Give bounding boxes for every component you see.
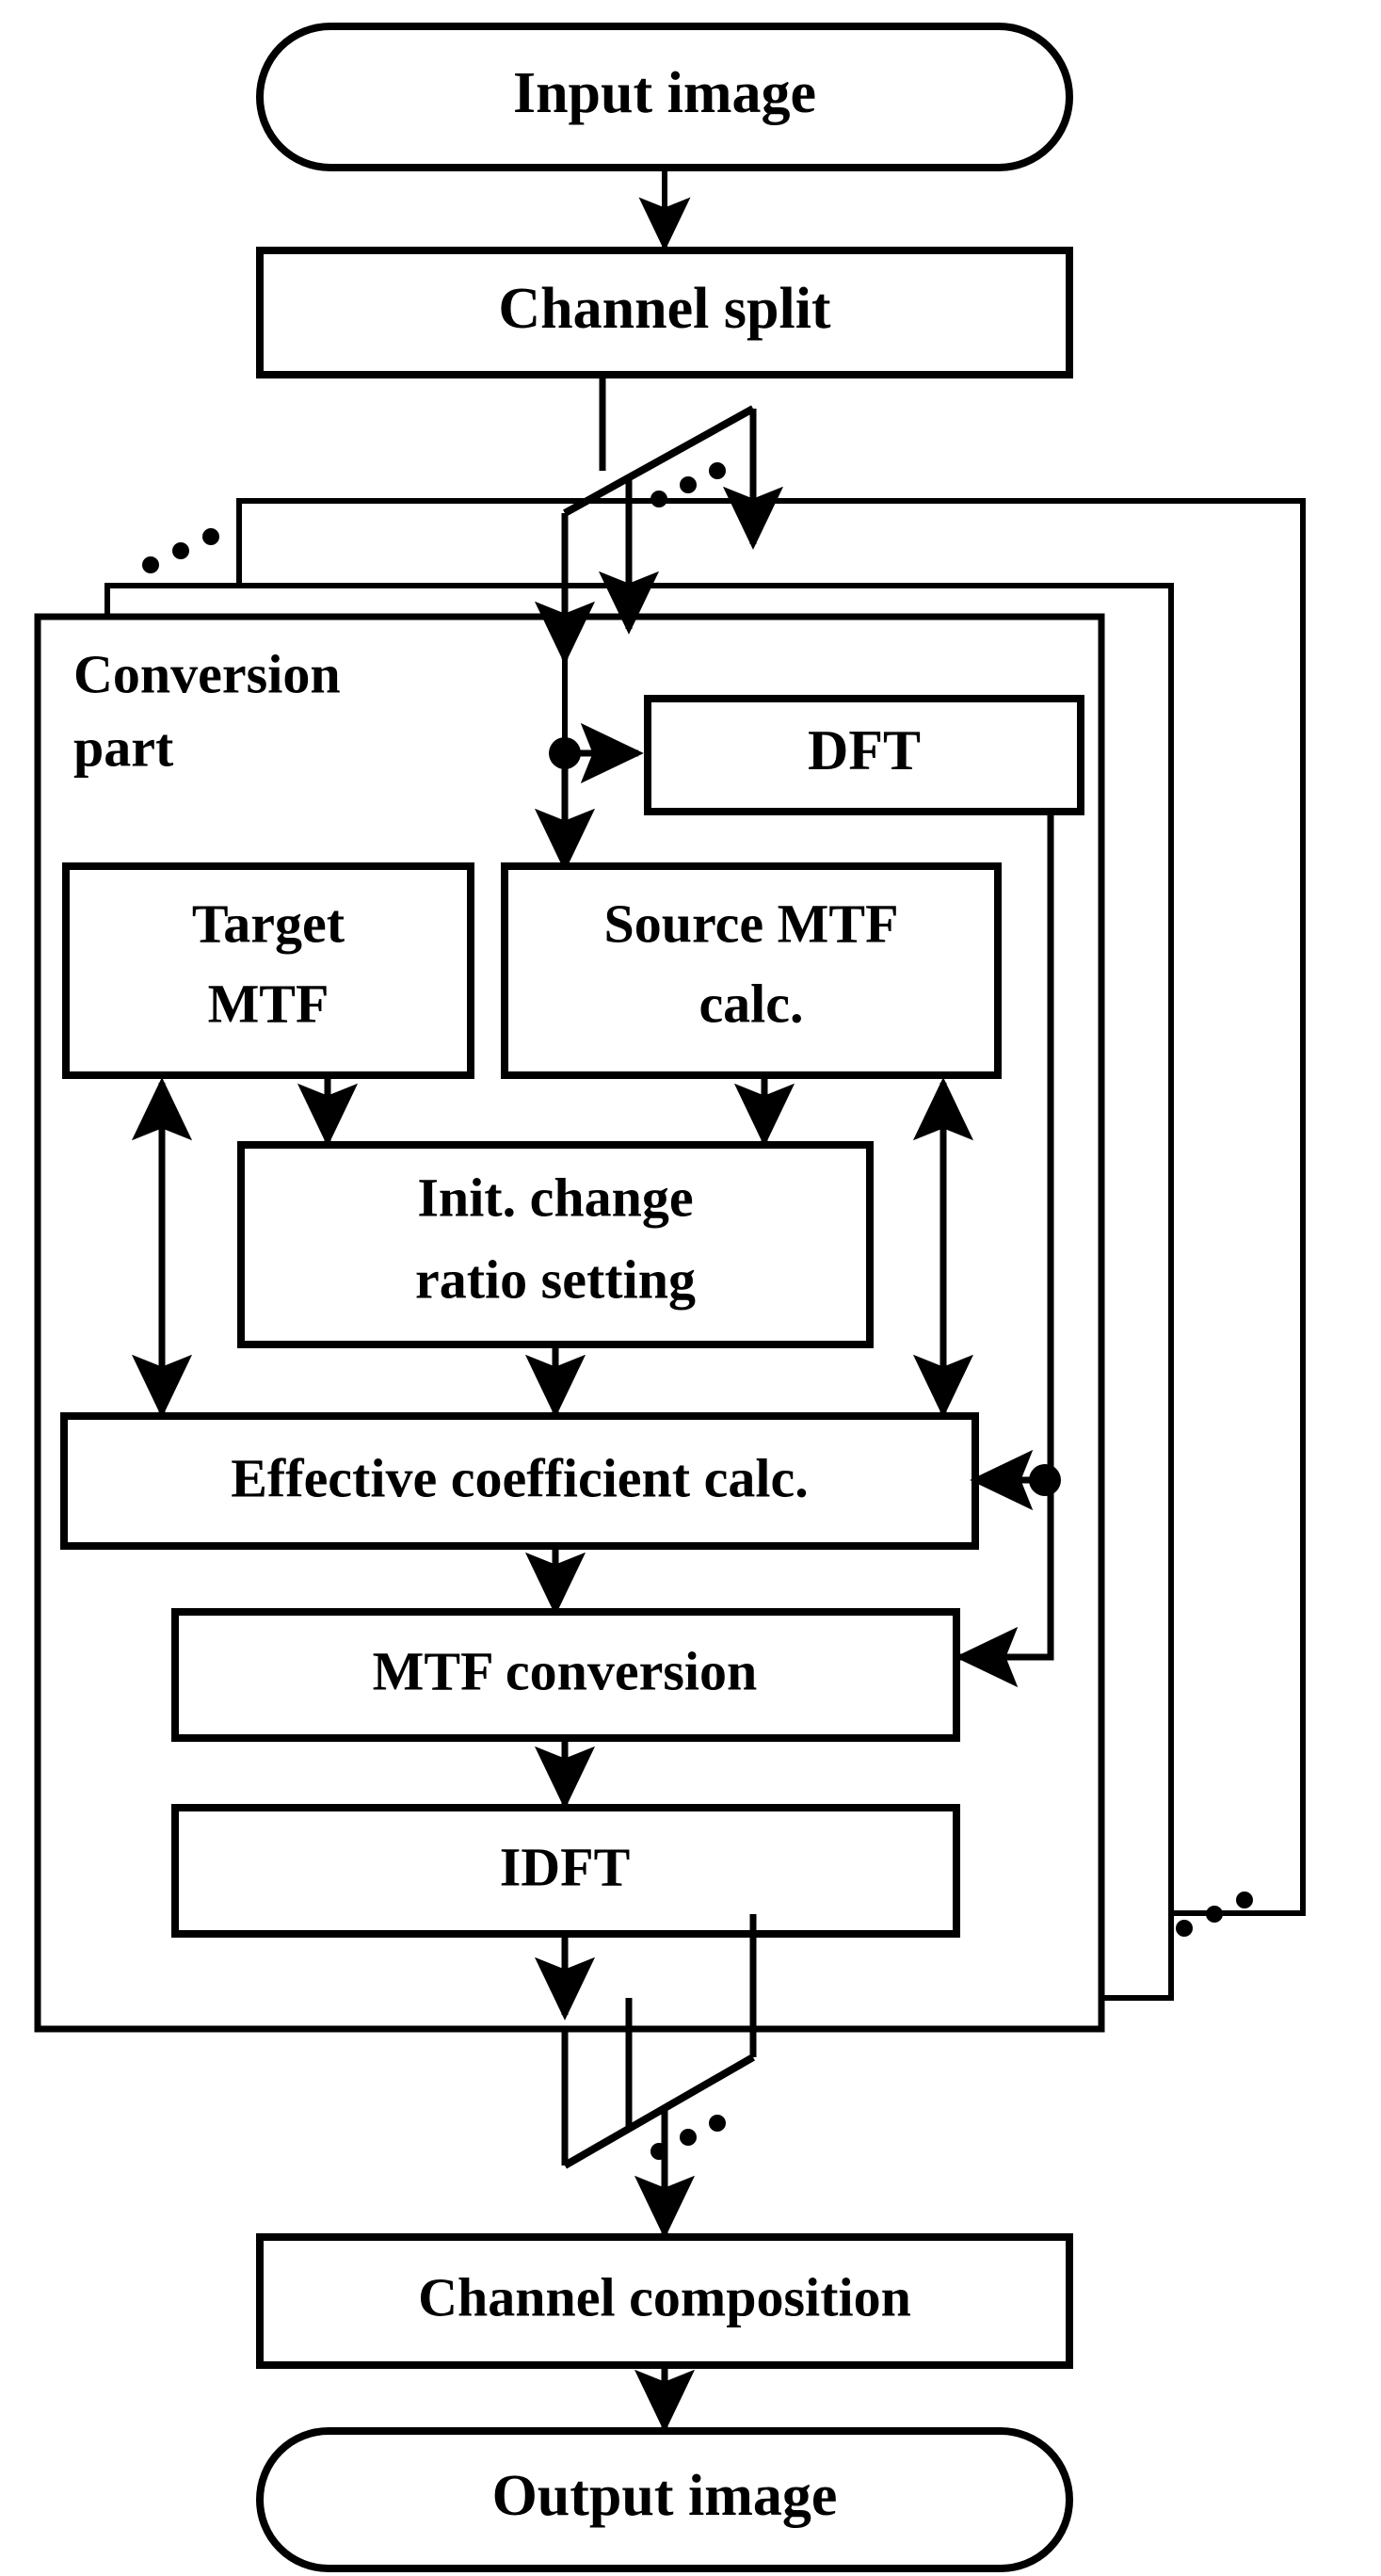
conversion-part-label-line2: part — [73, 716, 174, 778]
channel-split-label: Channel split — [498, 277, 831, 341]
init-change-ratio-node — [237, 1141, 874, 1348]
output-image-node — [256, 2427, 1073, 2572]
init-change-label-line1: Init. change — [417, 1167, 693, 1228]
connector-dft-to-mtf-conversion — [955, 812, 1054, 1688]
output-image-label: Output image — [492, 2464, 838, 2528]
channel-composition-label: Channel composition — [418, 2266, 911, 2327]
conversion-part-label-line1: Conversion — [73, 643, 341, 704]
source-mtf-label-line2: calc. — [699, 973, 803, 1034]
source-mtf-calc-node — [501, 862, 1002, 1079]
source-mtf-label-line1: Source MTF — [603, 893, 898, 954]
target-mtf-label-line2: MTF — [208, 973, 329, 1034]
merge-fanin-group — [561, 1914, 757, 2239]
input-image-label: Input image — [513, 61, 816, 125]
mtf-conversion-node — [171, 1608, 960, 1742]
idft-node — [171, 1804, 960, 1938]
init-change-label-line2: ratio setting — [415, 1248, 696, 1310]
effective-coefficient-node — [60, 1412, 979, 1550]
split-fanout-group — [534, 375, 784, 665]
mtf-conversion-label: MTF conversion — [373, 1640, 758, 1701]
idft-label: IDFT — [500, 1836, 631, 1897]
split-branch-ellipsis-icon — [650, 462, 726, 507]
effective-coefficient-label: Effective coefficient calc. — [231, 1447, 808, 1508]
junction-dot-icon-effective — [1029, 1464, 1061, 1496]
stack-right-ellipsis-icon — [1176, 1892, 1253, 1937]
stack-left-ellipsis-icon — [142, 528, 219, 573]
dft-label: DFT — [808, 719, 921, 781]
target-mtf-node — [62, 862, 474, 1079]
channel-split-node — [256, 247, 1073, 378]
target-mtf-label-line1: Target — [192, 893, 345, 954]
dft-node — [644, 695, 1084, 815]
